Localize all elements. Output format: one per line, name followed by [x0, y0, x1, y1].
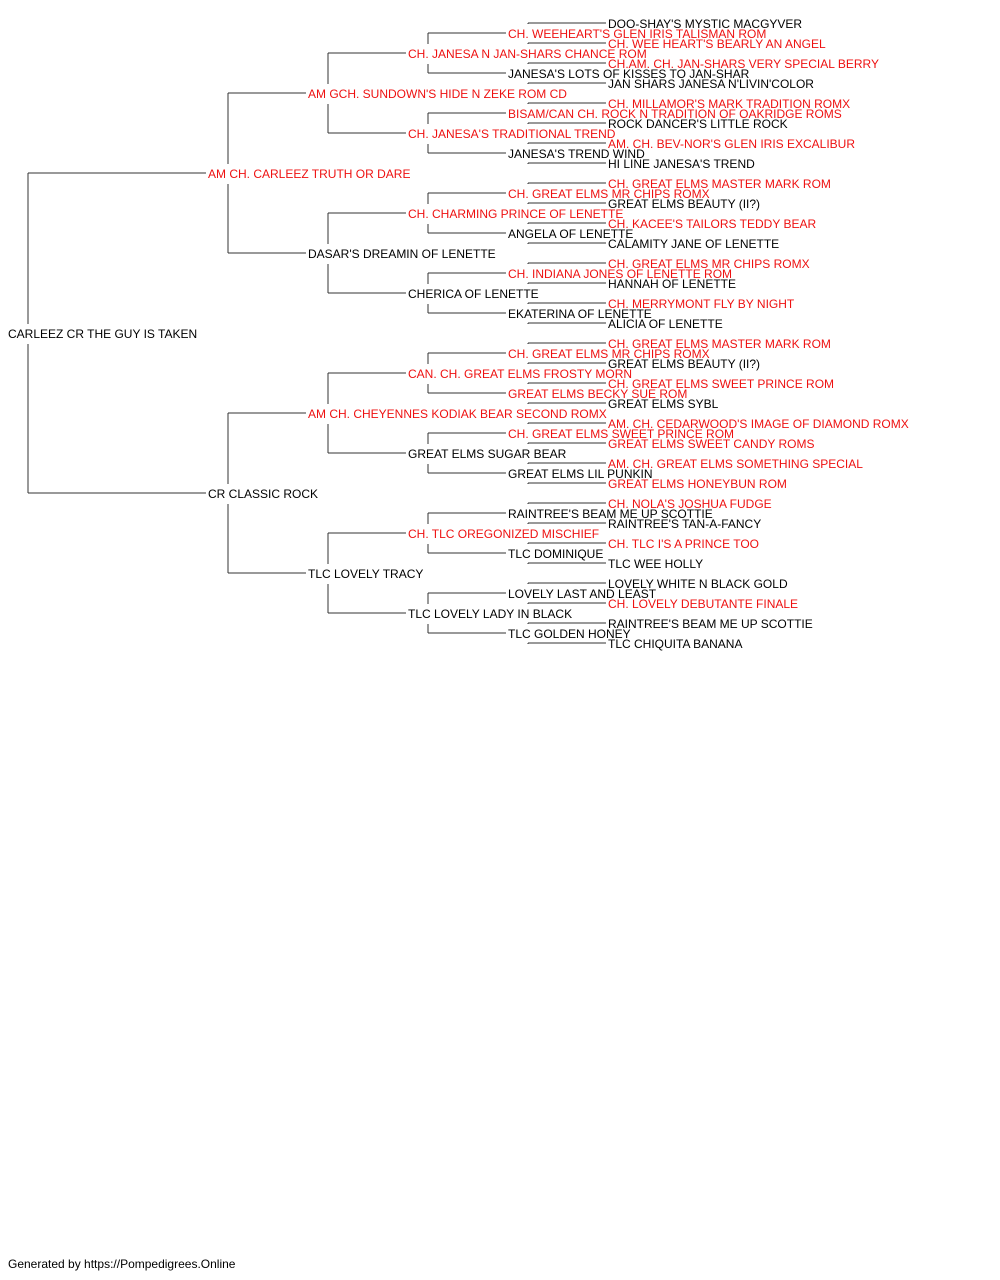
ancestor-name: HANNAH OF LENETTE — [608, 277, 736, 291]
ancestor-name: DASAR'S DREAMIN OF LENETTE — [308, 247, 496, 261]
ancestor-name: JAN SHARS JANESA N'LIVIN'COLOR — [608, 77, 814, 91]
ancestor-name: JANESA'S LOTS OF KISSES TO JAN-SHAR — [508, 67, 750, 81]
ancestor-name: CH. KACEE'S TAILORS TEDDY BEAR — [608, 217, 816, 231]
ancestor-name: EKATERINA OF LENETTE — [508, 307, 652, 321]
ancestor-name: AM. CH. BEV-NOR'S GLEN IRIS EXCALIBUR — [608, 137, 855, 151]
ancestor-name: HI LINE JANESA'S TREND — [608, 157, 755, 171]
ancestor-name: GREAT ELMS BEAUTY (II?) — [608, 197, 760, 211]
ancestor-name: CHERICA OF LENETTE — [408, 287, 539, 301]
ancestor-name: CH. TLC I'S A PRINCE TOO — [608, 537, 759, 551]
ancestor-name: AM CH. CHEYENNES KODIAK BEAR SECOND ROMX — [308, 407, 607, 421]
subject-dog-name: CARLEEZ CR THE GUY IS TAKEN — [8, 327, 197, 341]
ancestor-name: CH. NOLA'S JOSHUA FUDGE — [608, 497, 772, 511]
ancestor-name: CH. MERRYMONT FLY BY NIGHT — [608, 297, 795, 311]
ancestor-name: GREAT ELMS BECKY SUE ROM — [508, 387, 687, 401]
ancestor-name: CH. GREAT ELMS MASTER MARK ROM — [608, 177, 831, 191]
ancestor-name: ROCK DANCER'S LITTLE ROCK — [608, 117, 788, 131]
ancestor-name: CR CLASSIC ROCK — [208, 487, 318, 501]
ancestor-name: CH. INDIANA JONES OF LENETTE ROM — [508, 267, 732, 281]
ancestor-name: ANGELA OF LENETTE — [508, 227, 633, 241]
ancestor-name: GREAT ELMS SWEET CANDY ROMS — [608, 437, 814, 451]
ancestor-name: AM CH. CARLEEZ TRUTH OR DARE — [208, 167, 410, 181]
ancestor-name: JANESA'S TREND WIND — [508, 147, 645, 161]
ancestor-name: AM GCH. SUNDOWN'S HIDE N ZEKE ROM CD — [308, 87, 567, 101]
ancestor-name: AM. CH. CEDARWOOD'S IMAGE OF DIAMOND ROM… — [608, 417, 909, 431]
ancestor-name: CH. GREAT ELMS MR CHIPS ROMX — [608, 257, 810, 271]
ancestor-name: CH. GREAT ELMS SWEET PRINCE ROM — [608, 377, 834, 391]
ancestor-name: CH. TLC OREGONIZED MISCHIEF — [408, 527, 599, 541]
ancestor-name: TLC DOMINIQUE — [508, 547, 603, 561]
ancestor-name: RAINTREE'S TAN-A-FANCY — [608, 517, 761, 531]
ancestor-name: BISAM/CAN CH. ROCK N TRADITION OF OAKRID… — [508, 107, 842, 121]
ancestor-name: TLC WEE HOLLY — [608, 557, 703, 571]
footer-credit: Generated by https://Pompedigrees.Online — [8, 1257, 236, 1271]
ancestor-name: AM. CH. GREAT ELMS SOMETHING SPECIAL — [608, 457, 863, 471]
ancestor-name: CAN. CH. GREAT ELMS FROSTY MORN — [408, 367, 632, 381]
ancestor-name: TLC LOVELY LADY IN BLACK — [408, 607, 572, 621]
ancestor-name: GREAT ELMS BEAUTY (II?) — [608, 357, 760, 371]
ancestor-name: RAINTREE'S BEAM ME UP SCOTTIE — [508, 507, 713, 521]
pedigree-connectors — [27, 22, 606, 644]
ancestor-name: CALAMITY JANE OF LENETTE — [608, 237, 779, 251]
ancestor-name: CH. CHARMING PRINCE OF LENETTE — [408, 207, 623, 221]
ancestor-name: CH. JANESA'S TRADITIONAL TREND — [408, 127, 616, 141]
ancestor-name: GREAT ELMS SUGAR BEAR — [408, 447, 567, 461]
ancestor-name: TLC GOLDEN HONEY — [508, 627, 631, 641]
ancestor-name: CH. WEE HEART'S BEARLY AN ANGEL — [608, 37, 826, 51]
ancestor-name: CH. LOVELY DEBUTANTE FINALE — [608, 597, 798, 611]
ancestor-name: GREAT ELMS SYBL — [608, 397, 719, 411]
ancestor-name: TLC CHIQUITA BANANA — [608, 637, 742, 651]
ancestor-name: RAINTREE'S BEAM ME UP SCOTTIE — [608, 617, 813, 631]
pedigree-labels: CARLEEZ CR THE GUY IS TAKEN AM CH. CARLEE… — [8, 17, 909, 651]
ancestor-name: CH. JANESA N JAN-SHARS CHANCE ROM — [408, 47, 647, 61]
ancestor-name: TLC LOVELY TRACY — [308, 567, 423, 581]
ancestor-name: CH. GREAT ELMS MR CHIPS ROMX — [508, 347, 710, 361]
ancestor-name: LOVELY LAST AND LEAST — [508, 587, 657, 601]
ancestor-name: ALICIA OF LENETTE — [608, 317, 723, 331]
ancestor-name: CH. MILLAMOR'S MARK TRADITION ROMX — [608, 97, 850, 111]
ancestor-name: GREAT ELMS HONEYBUN ROM — [608, 477, 787, 491]
ancestor-name: CH. GREAT ELMS SWEET PRINCE ROM — [508, 427, 734, 441]
ancestor-name: CH.AM. CH. JAN-SHARS VERY SPECIAL BERRY — [608, 57, 879, 71]
ancestor-name: CH. WEEHEART'S GLEN IRIS TALISMAN ROM — [508, 27, 766, 41]
ancestor-name: CH. GREAT ELMS MASTER MARK ROM — [608, 337, 831, 351]
ancestor-name: CH. GREAT ELMS MR CHIPS ROMX — [508, 187, 710, 201]
ancestor-name: GREAT ELMS LIL PUNKIN — [508, 467, 653, 481]
ancestor-name: DOO-SHAY'S MYSTIC MACGYVER — [608, 17, 802, 31]
ancestor-name: LOVELY WHITE N BLACK GOLD — [608, 577, 788, 591]
